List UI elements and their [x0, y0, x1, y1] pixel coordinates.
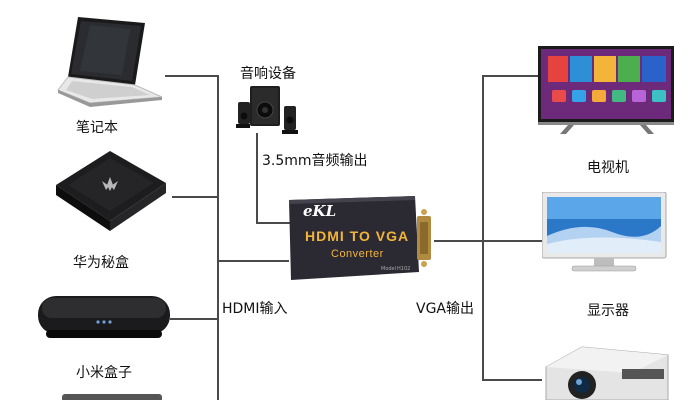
source-label-huawei-box: 华为秘盒 [73, 255, 129, 271]
audio-device-label: 音响设备 [240, 66, 296, 82]
tv-icon [538, 46, 674, 134]
converter-subtitle: Converter [331, 248, 384, 260]
converter-brand-logo: eKL [303, 202, 337, 220]
device-icon [62, 394, 162, 400]
huawei-box-icon [56, 151, 166, 231]
source-label-xiaomi-box: 小米盒子 [76, 365, 132, 381]
converter-model: H102 [397, 266, 411, 272]
speaker-icon [236, 86, 298, 134]
laptop-connector [165, 75, 219, 77]
vga-output-line [434, 240, 484, 242]
audio-drop-line [256, 133, 258, 224]
audio-to-converter-line [256, 222, 290, 224]
huawei-box-connector [172, 196, 219, 198]
hdmi-input-line [217, 260, 289, 262]
xiaomi-box-icon [38, 296, 170, 338]
monitor-icon [542, 192, 667, 272]
projector-connector [482, 379, 542, 381]
converter-body [289, 196, 431, 280]
target-label-monitor: 显示器 [587, 303, 629, 319]
converter-title: HDMI TO VGA [305, 228, 410, 244]
converter-model-label: Model [381, 266, 397, 272]
target-label-tv: 电视机 [587, 160, 629, 176]
audio-output-label: 3.5mm音频输出 [262, 153, 368, 169]
laptop-icon [57, 17, 163, 107]
hdmi-to-vga-converter: eKL HDMI TO VGA Converter Model H102 [289, 196, 435, 282]
source-bus-line [217, 75, 219, 400]
projector-icon [545, 346, 669, 400]
tv-connector [482, 75, 538, 77]
monitor-connector [482, 240, 544, 242]
source-label-laptop: 笔记本 [76, 120, 118, 136]
xiaomi-box-connector [170, 318, 219, 320]
vga-output-label: VGA输出 [416, 301, 475, 317]
hdmi-input-label: HDMI输入 [222, 301, 288, 317]
target-bus-line [482, 75, 484, 381]
